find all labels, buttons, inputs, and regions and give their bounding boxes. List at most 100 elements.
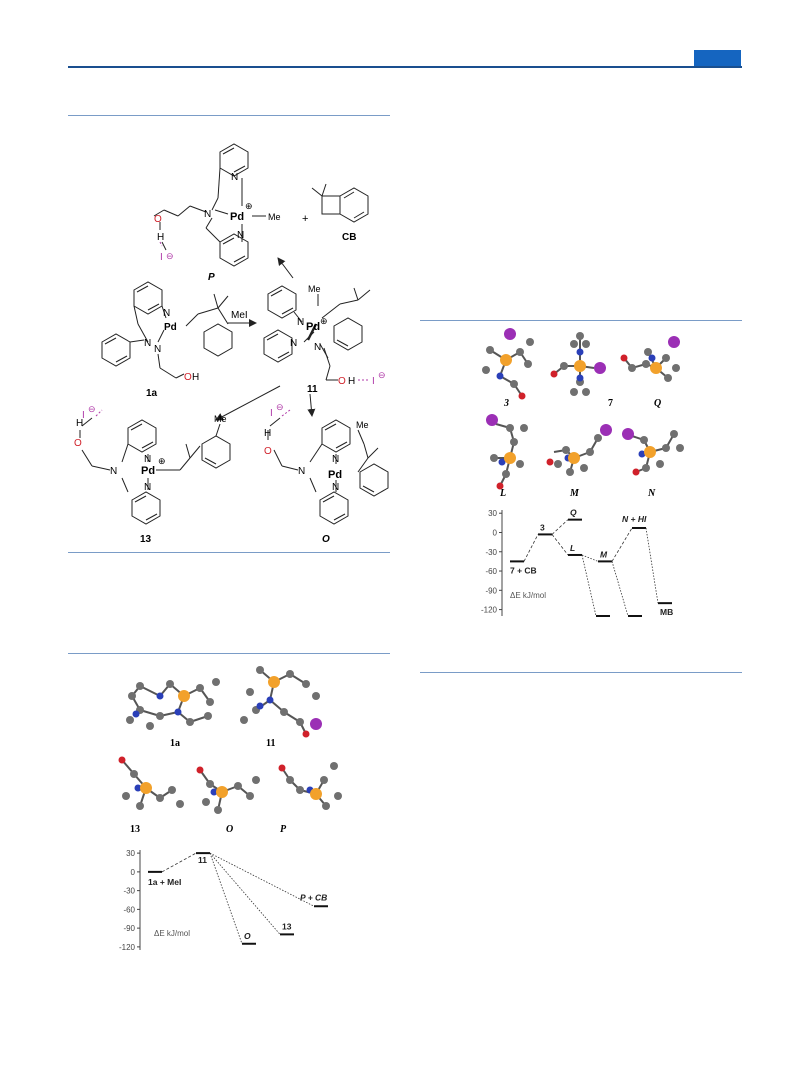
molecule-1a-model: [126, 678, 220, 730]
c1a-pd: Pd: [164, 322, 177, 333]
left-y-tick-label: 30: [126, 849, 135, 858]
c11-n2: N: [290, 338, 297, 349]
right-y-tick-label: -90: [485, 586, 497, 595]
right-level-label: 7 + CB: [510, 565, 537, 575]
right-connector: [581, 554, 599, 562]
p-me: Me: [268, 212, 281, 222]
c1a-n3: N: [154, 344, 161, 355]
c1a-n2: N: [144, 338, 151, 349]
right-y-tick-label: -30: [485, 548, 497, 557]
molecule-13-model: [118, 756, 184, 810]
left-connector: [161, 852, 197, 873]
molecule-P-model: [278, 762, 342, 810]
right-level-label: N + HI: [622, 514, 647, 524]
header-tab: [694, 50, 741, 66]
p-n-amine: N: [204, 209, 211, 220]
reaction-scheme: N N Pd ⊕ Me N O H I ⊖ P + CB N Pd N N O …: [74, 143, 389, 545]
c11-plus: ⊕: [320, 316, 328, 326]
molecule-7-model: [550, 332, 606, 396]
right-level-label: 7 + XP: [582, 620, 608, 622]
co-n1: N: [332, 454, 339, 465]
p-h: H: [157, 232, 164, 243]
c11-iodide: I: [372, 376, 375, 387]
c11-me: Me: [308, 284, 321, 294]
right-label-L: L: [499, 488, 506, 499]
figure-left-top-rule: [68, 653, 390, 654]
c11-pd: Pd: [306, 321, 320, 333]
left-level-label: 11: [198, 855, 207, 865]
p-n-bottom: N: [237, 230, 244, 241]
c1a-n1: N: [163, 308, 170, 319]
right-y-axis-label: ΔE kJ/mol: [510, 591, 546, 600]
right-structures: 3 7 Q: [482, 328, 684, 499]
c11-o: O: [338, 376, 346, 387]
left-y-axis-label: ΔE kJ/mol: [154, 929, 190, 938]
c13-me: Me: [214, 414, 227, 424]
c13-plus: ⊕: [158, 456, 166, 466]
co-n2: N: [298, 466, 305, 477]
co-minus: ⊖: [276, 402, 284, 412]
right-connector: [551, 519, 569, 535]
figure-right-top-rule: [420, 320, 742, 321]
c13-n2: N: [110, 466, 117, 477]
c11-label: 11: [307, 384, 318, 395]
right-level-label: M: [600, 549, 608, 559]
scheme-bottom-rule: [68, 552, 390, 553]
right-connector: [645, 527, 659, 604]
plus-sign: +: [302, 213, 308, 225]
c11-minus: ⊖: [378, 370, 386, 380]
molecule-N-model: [622, 428, 684, 476]
right-connector: [581, 554, 597, 617]
right-level-label: 3: [540, 522, 545, 532]
c13-label: 13: [140, 534, 152, 545]
molecule-M-model: [546, 424, 612, 476]
left-y-tick-label: -90: [123, 924, 135, 933]
left-y-tick-label: -30: [123, 887, 135, 896]
c13-o: O: [74, 438, 82, 449]
right-y-tick-label: -120: [481, 606, 498, 615]
p-o: O: [154, 214, 162, 225]
c1a-label: 1a: [146, 388, 158, 399]
left-label-P: P: [280, 824, 287, 835]
right-y-tick-label: 30: [488, 509, 497, 518]
c13-pd: Pd: [141, 465, 155, 477]
co-o: O: [264, 446, 272, 457]
c13-h: H: [76, 418, 83, 429]
left-y-tick-label: 0: [131, 868, 136, 877]
right-connector: [551, 534, 569, 556]
left-level-label: 13: [282, 921, 292, 931]
right-level-label: L: [570, 543, 575, 553]
c11-h: H: [348, 376, 355, 387]
left-connector: [209, 852, 243, 944]
right-level-label: XB: [630, 620, 642, 622]
left-label-13: 13: [130, 824, 140, 835]
scheme-top-rule: [68, 115, 390, 116]
p-minus: ⊖: [166, 251, 174, 261]
left-level-label: P + CB: [300, 892, 327, 902]
p-pd: Pd: [230, 211, 244, 223]
left-level-label: O: [244, 931, 251, 941]
molecule-3-model: [482, 328, 534, 400]
p-n-top: N: [231, 172, 238, 183]
left-label-1a: 1a: [170, 738, 180, 749]
right-connector: [523, 534, 539, 562]
c13-n3: N: [144, 482, 151, 493]
right-connector: [611, 561, 629, 617]
c13-minus: ⊖: [88, 404, 96, 414]
header-rule: [68, 66, 742, 68]
right-label-N: N: [647, 488, 656, 499]
left-structures: 1a 11: [118, 666, 342, 835]
left-level-label: 1a + MeI: [148, 877, 181, 887]
co-label: O: [322, 534, 330, 545]
c11-n1: N: [297, 317, 304, 328]
c1a-o: O: [184, 372, 192, 383]
co-iodide: I: [270, 408, 273, 419]
right-label-7: 7: [608, 398, 613, 409]
c11-n3: N: [314, 342, 321, 353]
right-y-tick-label: 0: [493, 528, 498, 537]
right-label-M: M: [569, 488, 580, 499]
right-level-label: MB: [660, 607, 673, 617]
molecule-11-model: [240, 666, 322, 738]
